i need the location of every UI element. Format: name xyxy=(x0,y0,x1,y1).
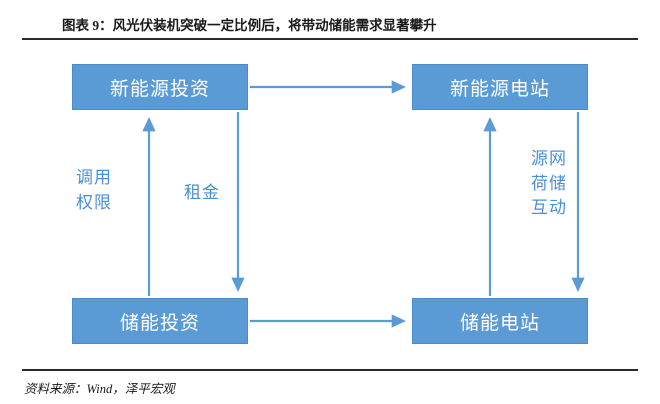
node-storage-plant[interactable]: 储能电站 xyxy=(412,298,588,344)
title-divider xyxy=(22,38,638,40)
source-divider xyxy=(22,369,638,371)
edge-label-source-grid-load-storage: 源网 荷储 互动 xyxy=(531,149,567,218)
source-note: 资料来源：Wind，泽平宏观 xyxy=(24,382,175,396)
edge-label-rent: 租金 xyxy=(184,183,220,202)
node-storage-investment[interactable]: 储能投资 xyxy=(72,298,248,344)
page-title: 图表 9：风光伏装机突破一定比例后，将带动储能需求显著攀升 xyxy=(62,18,437,33)
edge-label-dispatch-right: 调用 权限 xyxy=(76,168,112,212)
node-new-energy-plant[interactable]: 新能源电站 xyxy=(412,64,588,110)
node-new-energy-investment[interactable]: 新能源投资 xyxy=(72,64,248,110)
